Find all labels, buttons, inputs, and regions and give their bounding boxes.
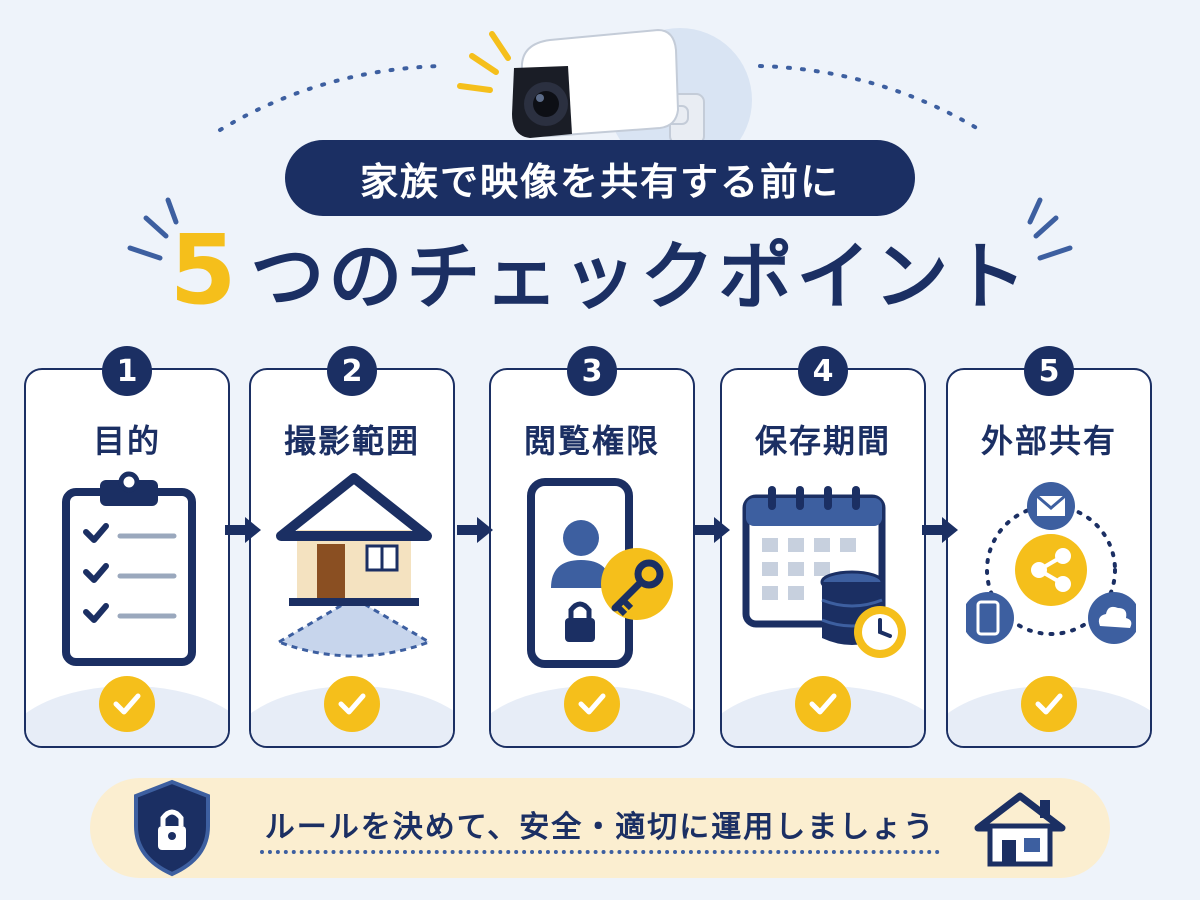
- share-network-icon: [966, 482, 1136, 644]
- arrow-right-icon: [922, 517, 958, 543]
- sparkle-left-icon: [127, 197, 179, 261]
- title-text: つのチェックポイント: [250, 233, 1031, 320]
- main-title: 5 つのチェックポイント: [0, 214, 1200, 326]
- calendar-database-clock-icon: [742, 486, 906, 658]
- step-card-2: 撮影範囲: [249, 368, 455, 748]
- house-camera-range-icon: [275, 473, 433, 658]
- shield-lock-icon: [134, 779, 210, 877]
- check-icon: [1021, 676, 1077, 732]
- step-number-4: 4: [798, 346, 848, 396]
- arrow-right-icon: [457, 517, 493, 543]
- decorative-dotted-arcs: [127, 64, 1073, 261]
- sparkle-right-icon: [1027, 197, 1073, 261]
- subtitle-pill: 家族で映像を共有する前に: [285, 140, 915, 216]
- footer-message: ルールを決めて、安全・適切に運用しましょう: [264, 810, 936, 845]
- clipboard-checklist-icon: [62, 471, 196, 666]
- step-card-5: 外部共有: [946, 368, 1152, 748]
- step-label: 保存期間: [754, 422, 891, 460]
- check-icon: [324, 676, 380, 732]
- house-icon: [974, 792, 1066, 867]
- footer-dotted-line: [260, 850, 940, 854]
- step-number-5: 5: [1024, 346, 1074, 396]
- step-label: 撮影範囲: [283, 422, 420, 460]
- check-icon: [99, 676, 155, 732]
- check-icon: [795, 676, 851, 732]
- step-number-3: 3: [567, 346, 617, 396]
- title-number: 5: [169, 214, 241, 326]
- smartphone-lock-key-icon: [527, 478, 673, 668]
- step-card-4: 保存期間: [720, 368, 926, 748]
- step-number-1: 1: [102, 346, 152, 396]
- step-label: 外部共有: [980, 422, 1117, 460]
- security-camera-icon: [457, 28, 752, 160]
- step-number-2: 2: [327, 346, 377, 396]
- step-label: 目的: [92, 422, 161, 460]
- arrow-right-icon: [694, 517, 730, 543]
- step-card-3: 閲覧権限: [489, 368, 695, 748]
- arrow-right-icon: [225, 517, 261, 543]
- step-card-1: 目的: [24, 368, 230, 748]
- footer-banner: ルールを決めて、安全・適切に運用しましょう: [90, 778, 1110, 878]
- step-label: 閲覧権限: [523, 422, 660, 460]
- check-icon: [564, 676, 620, 732]
